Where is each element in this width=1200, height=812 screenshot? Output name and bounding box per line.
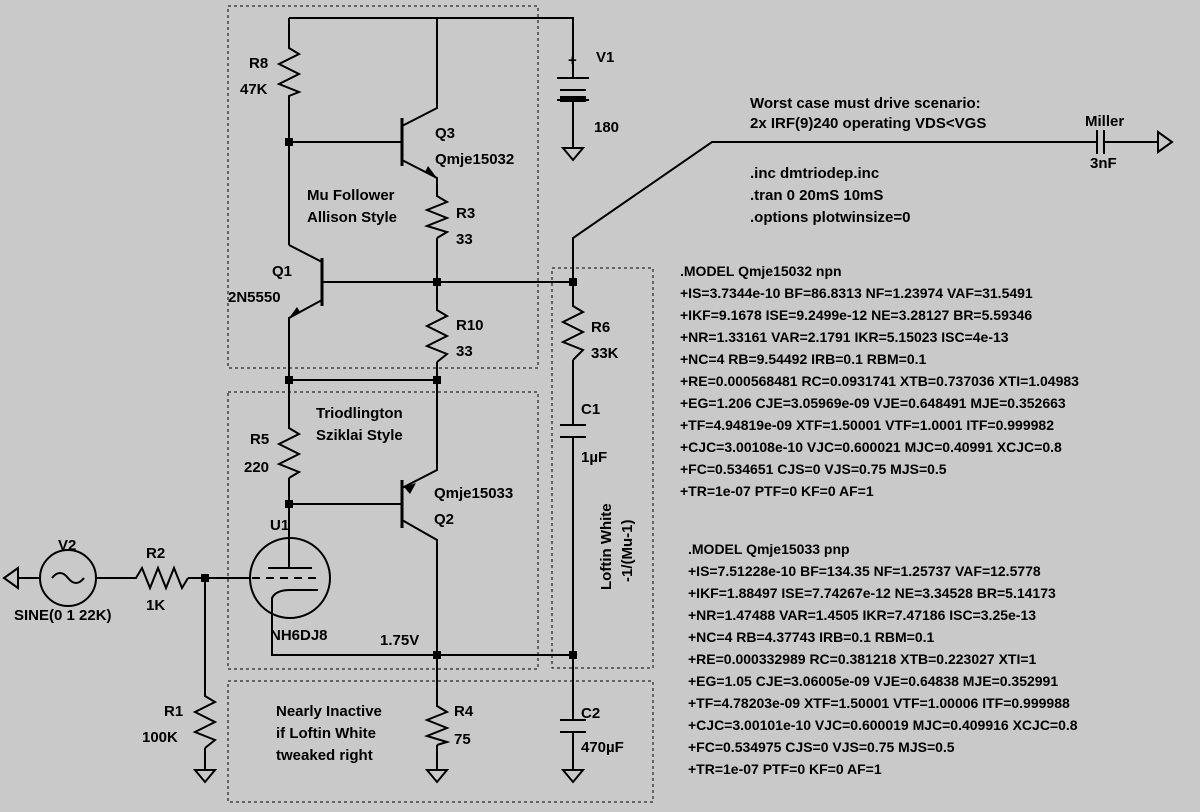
- r5-value: 220: [244, 459, 269, 476]
- c1-symbol[interactable]: [560, 424, 586, 438]
- r8-ref: R8: [249, 55, 268, 72]
- q1-ref: Q1: [272, 263, 292, 280]
- c1-ref: C1: [581, 401, 600, 418]
- r6-ref: R6: [591, 319, 610, 336]
- loftin-white-note-2: -1/(Mu-1): [619, 520, 636, 583]
- u1-model: NH6DJ8: [270, 627, 328, 644]
- inactive-note-1: Nearly Inactive: [276, 703, 382, 720]
- npn-model-block: .MODEL Qmje15032 npn +IS=3.7344e-10 BF=86…: [680, 263, 1079, 499]
- r3-ref: R3: [456, 205, 475, 222]
- npn-model-line: +NC=4 RB=9.54492 IRB=0.1 RBM=0.1: [680, 351, 927, 367]
- triodlington-note-2: Sziklai Style: [316, 427, 403, 444]
- npn-model-line: +RE=0.000568481 RC=0.0931741 XTB=0.73703…: [680, 373, 1079, 389]
- r5-symbol[interactable]: [276, 420, 302, 479]
- loftin-white-box: [551, 267, 654, 669]
- v2-value: SINE(0 1 22K): [14, 607, 112, 624]
- npn-model-line: +IS=3.7344e-10 BF=86.8313 NF=1.23974 VAF…: [680, 285, 1033, 301]
- r3-symbol[interactable]: [423, 190, 450, 239]
- r2-value: 1K: [146, 597, 165, 614]
- r1-value: 100K: [142, 729, 178, 746]
- v2-symbol[interactable]: [39, 549, 97, 607]
- v2-ref: V2: [58, 537, 76, 554]
- q2-model: Qmje15033: [434, 485, 513, 502]
- miller-cap-symbol[interactable]: [1096, 130, 1105, 154]
- npn-model-line: +IKF=9.1678 ISE=9.2499e-12 NE=3.28127 BR…: [680, 307, 1032, 323]
- r6-value: 33K: [591, 345, 619, 362]
- mu-follower-note-2: Allison Style: [307, 209, 397, 226]
- loftin-white-note-1: Loftin White: [598, 503, 615, 590]
- triode-u1-symbol[interactable]: [249, 537, 331, 619]
- pnp-model-line: +TR=1e-07 PTF=0 KF=0 AF=1: [688, 761, 882, 777]
- cathode-voltage: 1.75V: [380, 632, 419, 649]
- r10-symbol[interactable]: [424, 302, 450, 363]
- wires: [18, 17, 1158, 770]
- pnp-model-line: +RE=0.000332989 RC=0.381218 XTB=0.223027…: [688, 651, 1037, 667]
- directive-3: .options plotwinsize=0: [750, 209, 910, 226]
- inactive-note-3: tweaked right: [276, 747, 373, 764]
- worst-case-note-2: 2x IRF(9)240 operating VDS<VGS: [750, 115, 986, 132]
- npn-model-line: .MODEL Qmje15032 npn: [680, 263, 842, 279]
- miller-ref: Miller: [1085, 113, 1124, 130]
- r6-symbol[interactable]: [560, 300, 586, 361]
- ground-symbols: [2, 130, 1174, 784]
- npn-model-line: +TF=4.94819e-09 XTF=1.50001 VTF=1.0001 I…: [680, 417, 1054, 433]
- q1-model: 2N5550: [228, 289, 281, 306]
- pnp-model-line: +IKF=1.88497 ISE=7.74267e-12 NE=3.34528 …: [688, 585, 1056, 601]
- pnp-model-line: +NC=4 RB=4.37743 IRB=0.1 RBM=0.1: [688, 629, 935, 645]
- v1-ref: V1: [596, 49, 614, 66]
- pnp-model-line: +TF=4.78203e-09 XTF=1.50001 VTF=1.00006 …: [688, 695, 1070, 711]
- directive-2: .tran 0 20mS 10mS: [750, 187, 883, 204]
- r1-ref: R1: [164, 703, 183, 720]
- npn-model-line: +EG=1.206 CJE=3.05969e-09 VJE=0.648491 M…: [680, 395, 1066, 411]
- q3-model: Qmje15032: [435, 151, 514, 168]
- inactive-note-2: if Loftin White: [276, 725, 376, 742]
- r4-value: 75: [454, 731, 471, 748]
- pnp-model-line: +NR=1.47488 VAR=1.4505 IKR=7.47186 ISC=3…: [688, 607, 1036, 623]
- q3-symbol[interactable]: [394, 118, 437, 178]
- r1-symbol[interactable]: [192, 690, 218, 749]
- r2-ref: R2: [146, 545, 165, 562]
- r10-ref: R10: [456, 317, 484, 334]
- worst-case-note-1: Worst case must drive scenario:: [750, 95, 981, 112]
- triodlington-note-1: Triodlington: [316, 405, 403, 422]
- v1-symbol[interactable]: [557, 50, 589, 102]
- r3-value: 33: [456, 231, 473, 248]
- v1-plus-sign: +: [568, 52, 577, 69]
- pnp-model-line: +EG=1.05 CJE=3.06005e-09 VJE=0.64838 MJE…: [688, 673, 1058, 689]
- pnp-model-line: +IS=7.51228e-10 BF=134.35 NF=1.25737 VAF…: [688, 563, 1041, 579]
- mu-follower-note-1: Mu Follower: [307, 187, 395, 204]
- c2-symbol[interactable]: [560, 719, 586, 733]
- r10-value: 33: [456, 343, 473, 360]
- c1-value: 1µF: [581, 449, 607, 466]
- pnp-model-line: .MODEL Qmje15033 pnp: [688, 541, 850, 557]
- r5-ref: R5: [250, 431, 269, 448]
- pnp-model-line: +FC=0.534975 CJS=0 VJS=0.75 MJS=0.5: [688, 739, 955, 755]
- q3-ref: Q3: [435, 125, 455, 142]
- q2-ref: Q2: [434, 511, 454, 528]
- inactive-box: [227, 680, 654, 803]
- c2-value: 470µF: [581, 739, 624, 756]
- miller-value: 3nF: [1090, 155, 1117, 172]
- r4-ref: R4: [454, 703, 474, 720]
- junction-dots: [201, 138, 577, 659]
- q1-symbol[interactable]: [289, 258, 330, 318]
- pnp-model-line: +CJC=3.00101e-10 VJC=0.600019 MJC=0.4099…: [688, 717, 1078, 733]
- r8-symbol[interactable]: [276, 42, 302, 102]
- npn-model-line: +CJC=3.00108e-10 VJC=0.600021 MJC=0.4099…: [680, 439, 1062, 455]
- v1-value: 180: [594, 119, 619, 136]
- directive-1: .inc dmtriodep.inc: [750, 165, 879, 182]
- pnp-model-block: .MODEL Qmje15033 pnp +IS=7.51228e-10 BF=1…: [688, 541, 1078, 777]
- r4-symbol[interactable]: [423, 700, 451, 746]
- npn-model-line: +TR=1e-07 PTF=0 KF=0 AF=1: [680, 483, 874, 499]
- r8-value: 47K: [240, 81, 268, 98]
- c2-ref: C2: [581, 705, 600, 722]
- u1-ref: U1: [270, 517, 289, 534]
- r2-symbol[interactable]: [130, 565, 189, 591]
- npn-model-line: +FC=0.534651 CJS=0 VJS=0.75 MJS=0.5: [680, 461, 947, 477]
- q2-symbol[interactable]: [394, 480, 416, 528]
- npn-model-line: +NR=1.33161 VAR=2.1791 IKR=5.15023 ISC=4…: [680, 329, 1009, 345]
